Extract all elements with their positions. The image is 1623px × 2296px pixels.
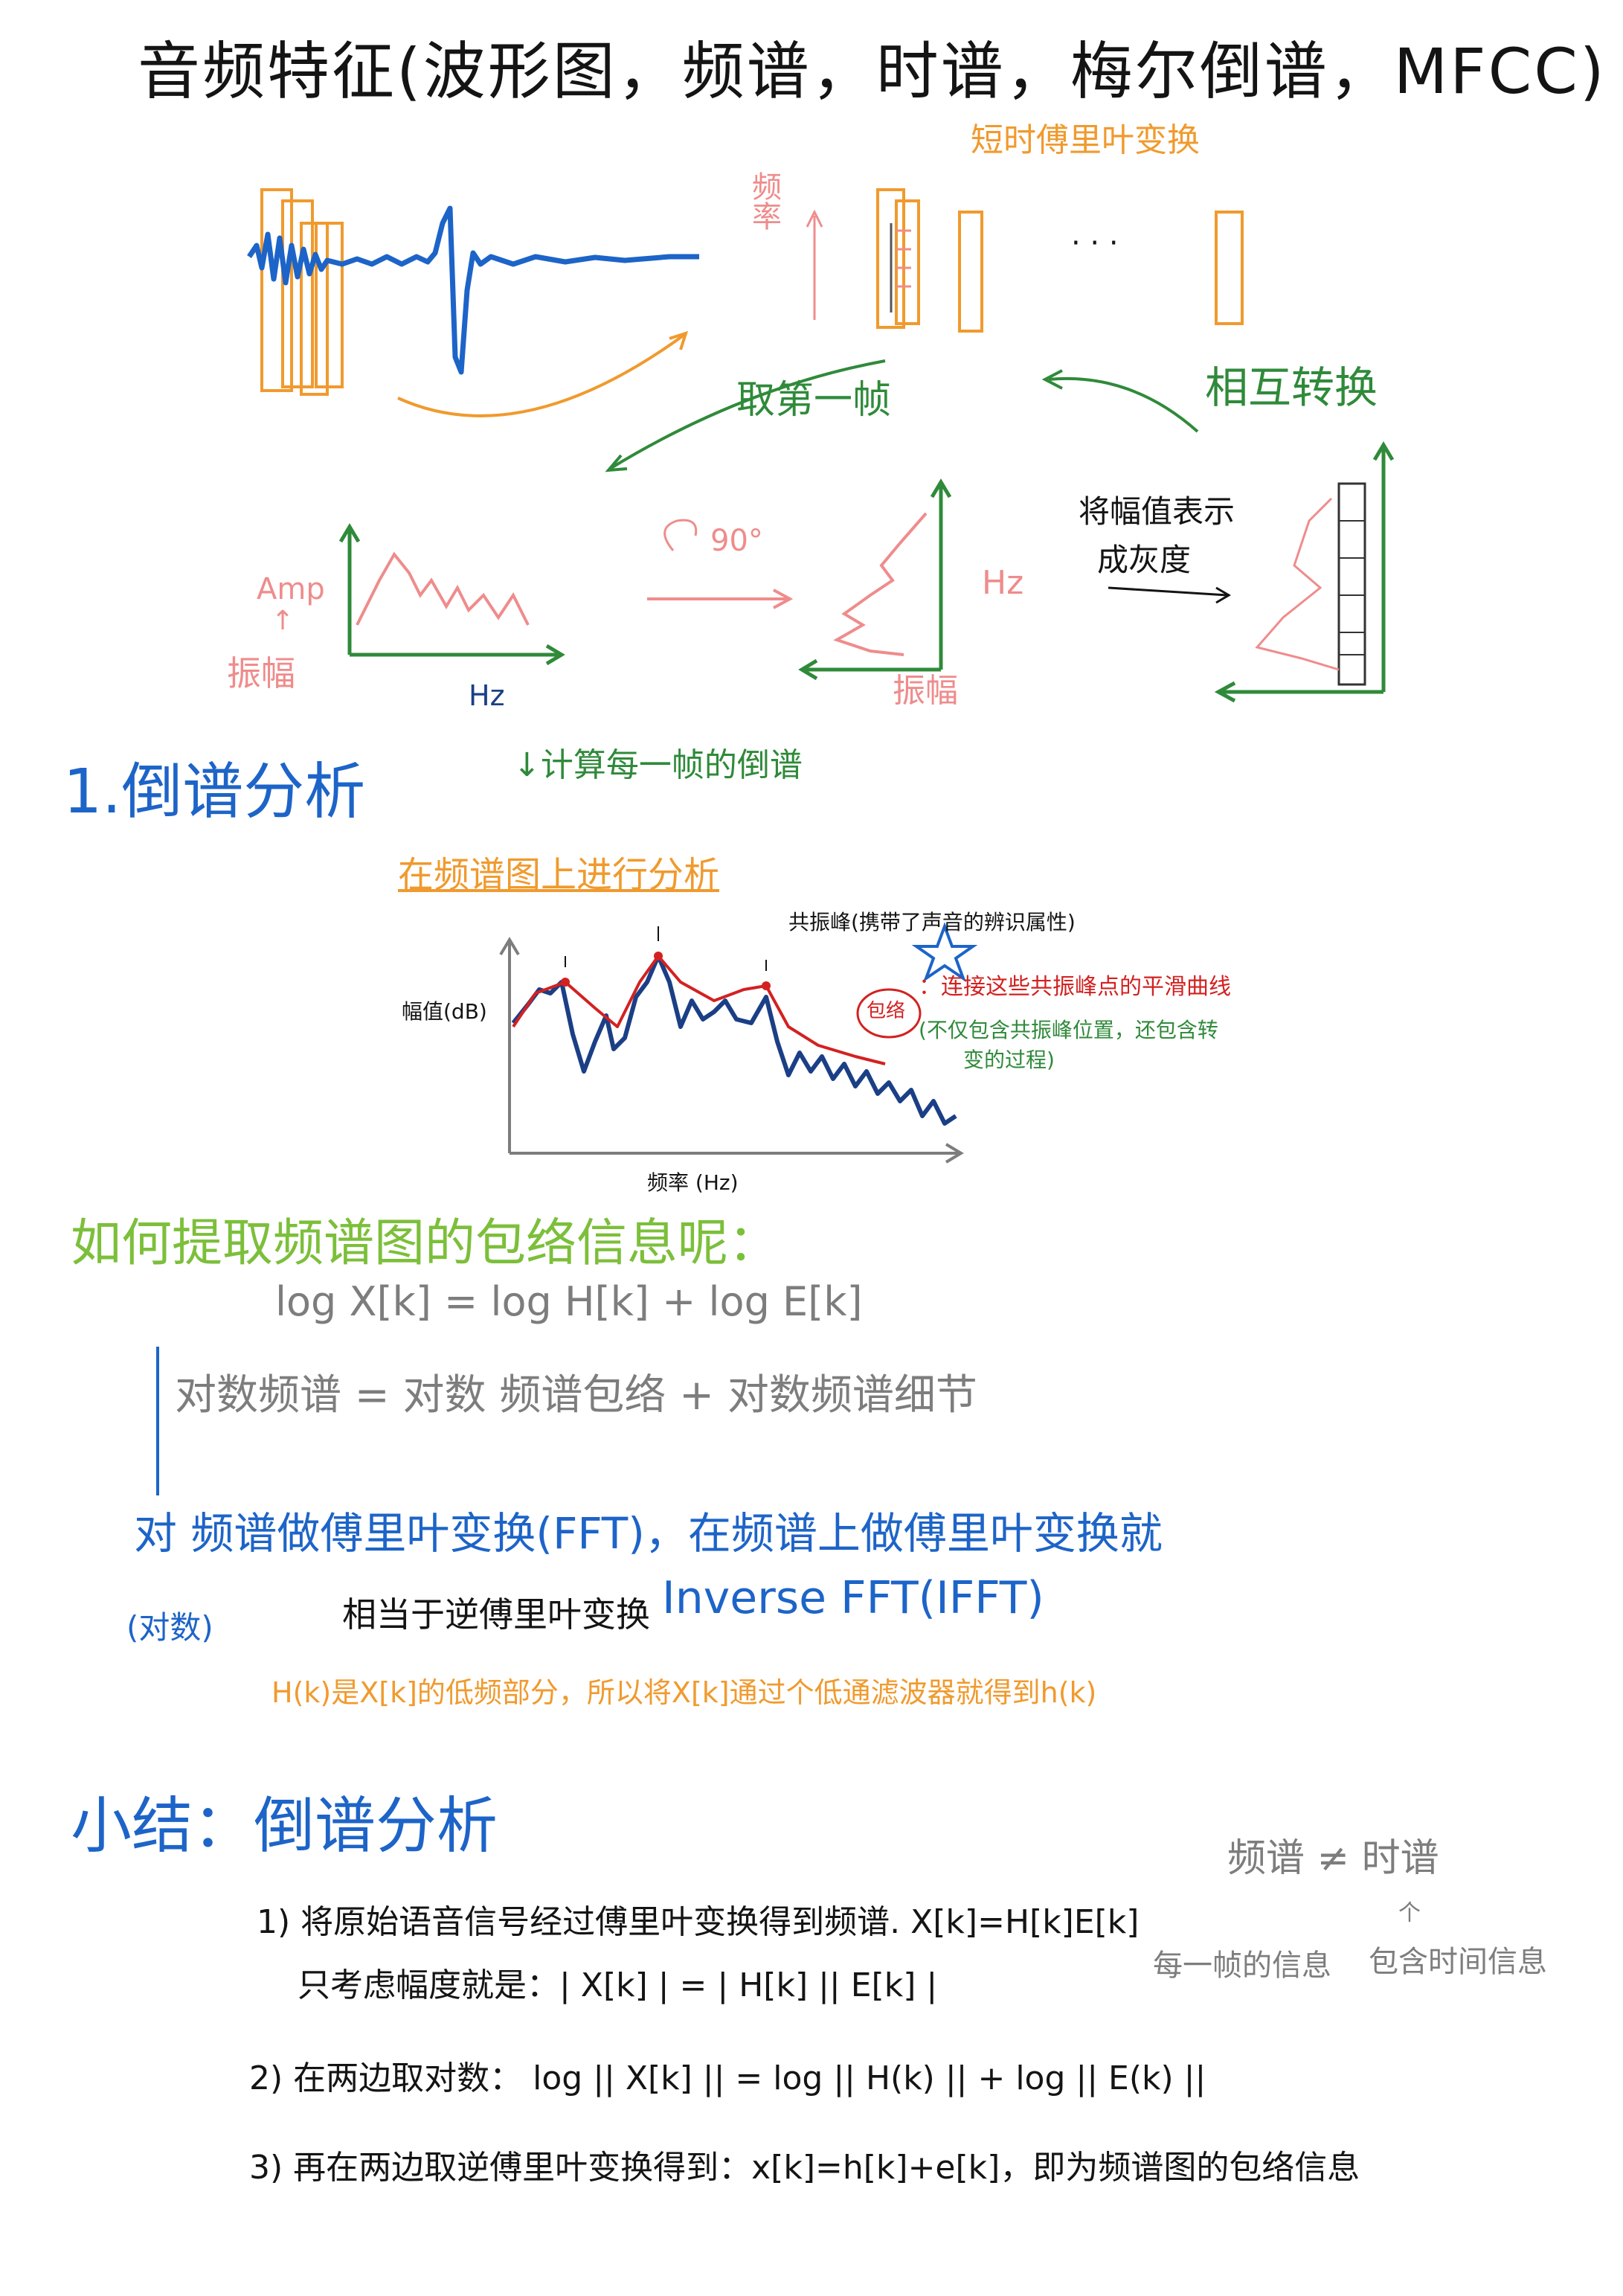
compute-cepstrum-note: ↓计算每一帧的倒谱 (513, 746, 803, 784)
amp-arrow: ↑ (271, 606, 295, 636)
y-axis-label: 幅值(dB) (402, 999, 487, 1024)
take-first-frame-label: 取第一帧 (736, 378, 892, 423)
side-right: 包含时间信息 (1369, 1945, 1547, 1979)
analysis-on-spectrum-note: 在频谱图上进行分析 (398, 854, 720, 896)
continuation-dots: · · · (1071, 226, 1119, 260)
amp-to-gray-label-1: 将幅值表示 (1079, 493, 1235, 530)
amp-to-gray-label-2: 成灰度 (1097, 542, 1192, 578)
ifft-prefix: 相当于逆傅里叶变换 (342, 1594, 650, 1635)
side-left: 每一帧的信息 (1153, 1949, 1331, 1983)
formant-peak-markers (561, 952, 771, 990)
envelope-description: ：连接这些共振峰点的平滑曲线 (919, 974, 1231, 1000)
summary-step1b: 只考虑幅度就是：| X[k] | = | H[k] || E[k] | (298, 1966, 938, 2004)
summary-step2: 2) 在两边取对数： log || X[k] || = log || H(k) … (249, 2059, 1206, 2097)
mutual-conversion-label: 相互转换 (1205, 362, 1378, 413)
stft-label: 短时傅里叶变换 (971, 121, 1200, 159)
bracket-line (156, 1347, 159, 1495)
fft-line: 对 频谱做傅里叶变换(FFT)，在频谱上做傅里叶变换就 (134, 1508, 1163, 1559)
spectrogram-marks (890, 223, 911, 312)
amp-cn-label: 振幅 (227, 653, 295, 693)
spectrum-plot-1 (338, 523, 565, 666)
envelope-chart (499, 922, 978, 1164)
waveform (247, 205, 699, 375)
frequency-label: 频率 (747, 171, 781, 231)
side-arrow: 个 (1398, 1900, 1421, 1926)
ifft-line: Inverse FFT(IFFT) (662, 1572, 1044, 1624)
formant-peak-label: 共振峰(携带了声音的辨识属性) (788, 910, 1076, 934)
spectrogram-frames (876, 188, 1244, 333)
log-formula: log X[k] = log H[k] + log E[k] (275, 1278, 863, 1325)
envelope-word: 包络 (867, 1000, 906, 1022)
summary-heading: 小结：倒谱分析 (71, 1791, 498, 1862)
summary-step3: 3) 再在两边取逆傅里叶变换得到：x[k]=h[k]+e[k]，即为频谱图的包络… (249, 2149, 1360, 2187)
waveform-sweep-arrow (397, 333, 686, 417)
hz-label-1: Hz (469, 679, 505, 712)
waveform-frames (260, 188, 344, 396)
take-frame-arrow (608, 359, 886, 470)
mutual-arrow (1048, 376, 1199, 433)
amp-cn-label-2: 振幅 (893, 672, 958, 710)
spectrum-detail-curve (511, 954, 957, 1126)
star-icon (911, 922, 978, 983)
rotate-90-label: 90° (710, 524, 763, 558)
low-pass-filter-note: H(k)是X[k]的低频部分，所以将X[k]通过个低通滤波器就得到h(k) (271, 1676, 1097, 1709)
envelope-question: 如何提取频谱图的包络信息呢： (71, 1214, 780, 1273)
envelope-description-3: 变的过程) (963, 1048, 1055, 1072)
text-equation: 对数频谱 = 对数 频谱包络 + 对数频谱细节 (175, 1371, 977, 1420)
rotate-arrow (663, 519, 698, 551)
spectrum-plot-2 (798, 478, 952, 681)
overview-diagram (247, 188, 1395, 703)
envelope-description-2: (不仅包含共振峰位置，还包含转 (919, 1018, 1218, 1042)
summary-step1: 1) 将原始语音信号经过傅里叶变换得到频谱. X[k]=H[k]E[k] (257, 1903, 1140, 1941)
page-title: 音频特征(波形图，频谱，时谱，梅尔倒谱，MFCC) (138, 35, 1607, 108)
side-note: 频谱 ≠ 时谱 (1227, 1836, 1439, 1881)
grayscale-plot (1214, 441, 1395, 703)
spectral-envelope-curve (512, 955, 886, 1065)
log-note: (对数) (126, 1609, 213, 1646)
amp-label: Amp (257, 572, 325, 606)
section1-heading: 1.倒谱分析 (63, 757, 366, 827)
x-axis-label: 频率 (Hz) (647, 1170, 739, 1195)
hz-label-2: Hz (982, 564, 1024, 602)
